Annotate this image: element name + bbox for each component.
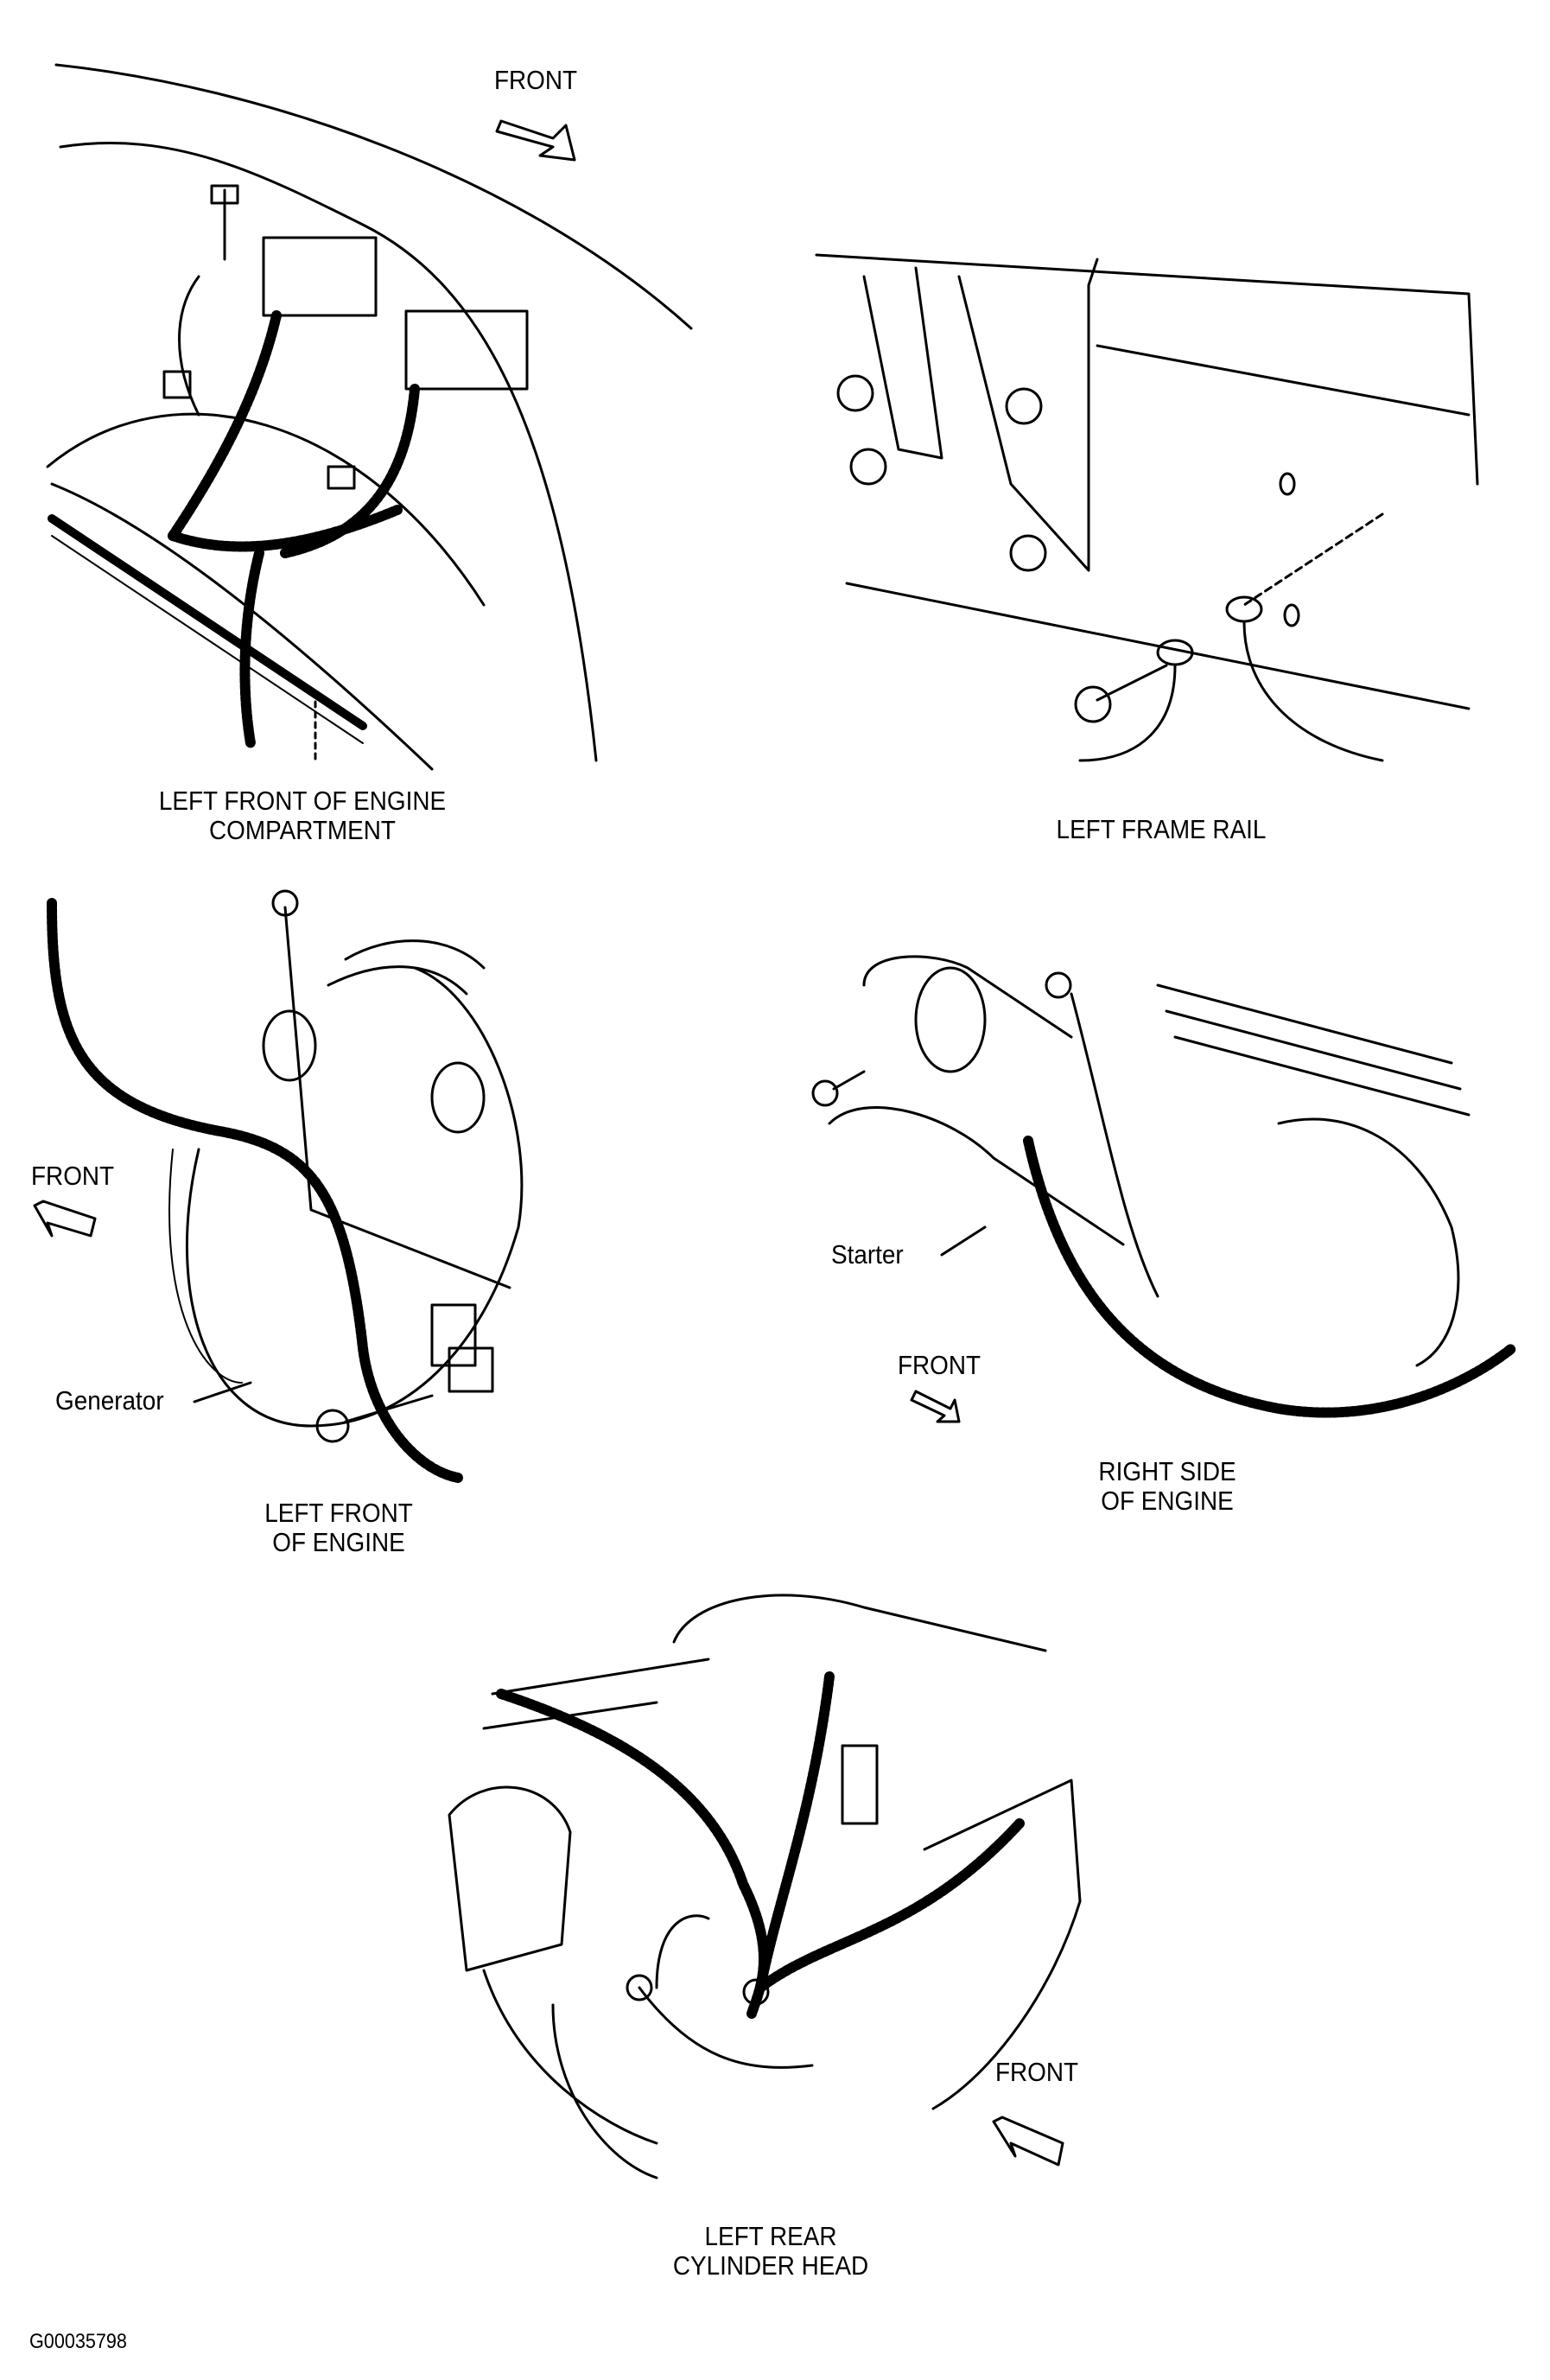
caption-line: OF ENGINE (1101, 1486, 1234, 1516)
front-arrow-icon (495, 119, 576, 162)
left-rear-cylinder-head-illustration (448, 1594, 1082, 2180)
direction-label: FRONT (493, 65, 578, 95)
figure-id: G00035798 (29, 2330, 127, 2353)
caption-left-rear-cylinder-head: LEFT REAR CYLINDER HEAD (673, 2222, 868, 2281)
front-arrow-icon (33, 1200, 97, 1238)
starter-callout: Starter (831, 1240, 904, 1270)
left-front-engine-illustration (47, 889, 524, 1483)
direction-label: FRONT (31, 1161, 115, 1191)
front-label-right-side-engine: FRONT (898, 1351, 981, 1380)
callout-text: Generator (55, 1385, 164, 1416)
caption-line: LEFT FRAME RAIL (1056, 814, 1267, 844)
front-arrow-icon (910, 1390, 961, 1423)
starter-leader-line (940, 1225, 987, 1257)
caption-line: LEFT REAR (704, 2221, 837, 2251)
caption-right-side-engine: RIGHT SIDE OF ENGINE (1098, 1457, 1236, 1516)
caption-line: OF ENGINE (272, 1527, 405, 1557)
engine-compartment-illustration (46, 63, 693, 771)
callout-text: Starter (831, 1239, 904, 1270)
direction-label: FRONT (994, 2057, 1079, 2087)
caption-left-frame-rail: LEFT FRAME RAIL (1057, 815, 1267, 844)
right-side-engine-illustration (811, 955, 1517, 1418)
front-label-compartment: FRONT (494, 66, 577, 95)
caption-line: COMPARTMENT (209, 815, 396, 845)
front-label-left-front-engine: FRONT (31, 1161, 114, 1191)
caption-left-front-engine: LEFT FRONT OF ENGINE (264, 1499, 413, 1557)
front-label-left-rear-cylinder-head: FRONT (995, 2058, 1078, 2087)
generator-callout: Generator (55, 1386, 164, 1416)
caption-left-front-engine-compartment: LEFT FRONT OF ENGINE COMPARTMENT (159, 786, 446, 845)
caption-line: CYLINDER HEAD (672, 2250, 869, 2281)
caption-line: LEFT FRONT (264, 1498, 413, 1528)
direction-label: FRONT (897, 1350, 981, 1380)
caption-line: LEFT FRONT OF ENGINE (158, 786, 447, 816)
frame-rail-illustration (815, 253, 1479, 762)
caption-line: RIGHT SIDE (1098, 1456, 1236, 1486)
generator-leader-line (193, 1381, 252, 1403)
front-arrow-icon (992, 2116, 1064, 2167)
